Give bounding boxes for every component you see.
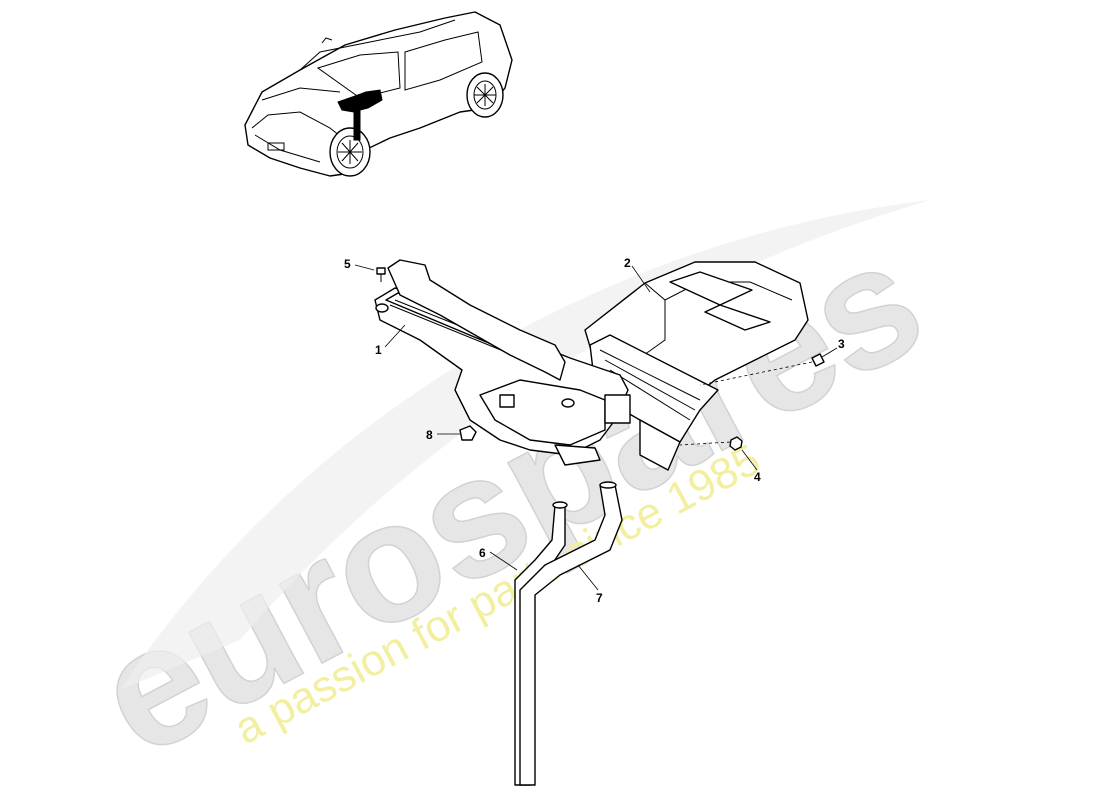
part-intake-duct [374, 259, 631, 466]
callout-6: 6 [479, 546, 486, 560]
car-overview-icon [244, 11, 513, 177]
fastener-nut-4 [679, 436, 743, 451]
leader-lines [354, 264, 838, 591]
callout-8: 8 [426, 428, 433, 442]
callout-5: 5 [344, 257, 351, 271]
watermark: eurospares a passion for parts since 198… [67, 200, 950, 793]
callout-7: 7 [596, 591, 603, 605]
watermark-brand: eurospares [68, 204, 949, 793]
fastener-screw-3 [699, 353, 825, 386]
part-heater-box [584, 261, 809, 471]
callout-3: 3 [838, 337, 845, 351]
part-hoses [514, 481, 623, 786]
callout-4: 4 [754, 470, 761, 484]
callouts: 1 2 3 4 5 6 7 8 [344, 256, 845, 605]
watermark-swoosh [120, 200, 930, 690]
fastener-screw-5 [376, 267, 386, 282]
fastener-clip-8 [459, 425, 477, 441]
location-highlight-icon [337, 89, 383, 141]
callout-2: 2 [624, 256, 631, 270]
callout-1: 1 [375, 343, 382, 357]
